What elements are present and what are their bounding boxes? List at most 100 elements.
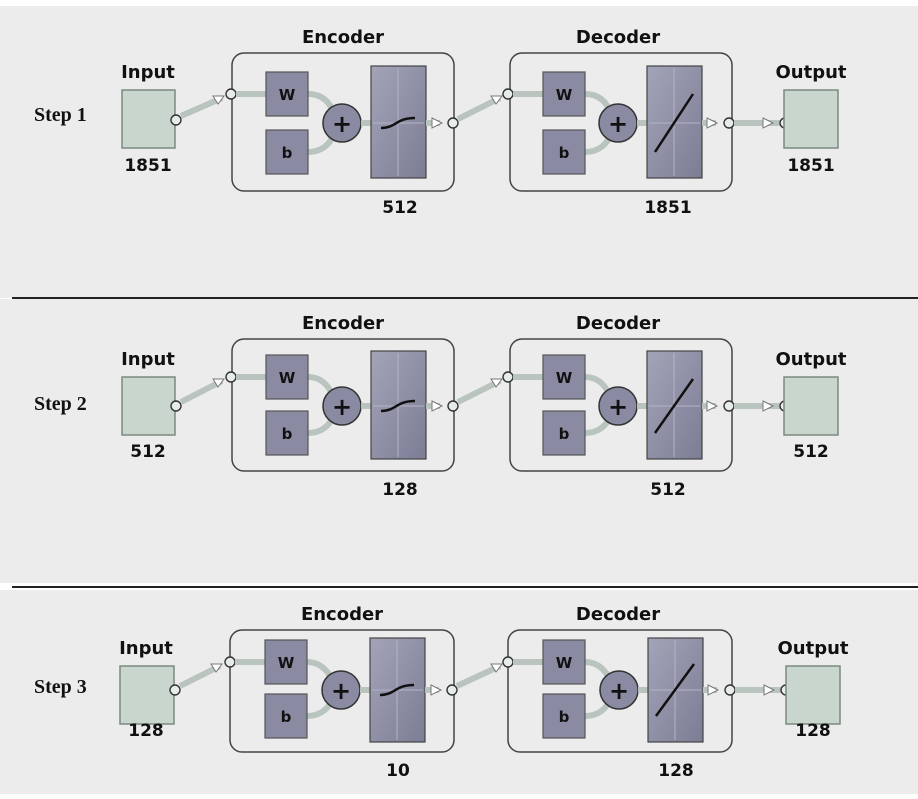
weight-label: W xyxy=(278,654,295,672)
connector-dot xyxy=(446,684,458,696)
decoder-size: 128 xyxy=(658,761,694,781)
arrow-icon xyxy=(706,117,719,129)
input-size: 512 xyxy=(130,442,166,462)
bias-label: b xyxy=(281,708,292,726)
weight-box xyxy=(265,354,309,400)
weight-label: W xyxy=(279,86,296,104)
step-panel-1: Step 1 Input 1851 Encoder W b + 512 Deco… xyxy=(0,6,918,298)
network-diagram-step-2: Step 2 Input 512 Encoder W b + 128 Decod… xyxy=(34,313,847,500)
output-node xyxy=(783,376,839,436)
input-label: Input xyxy=(121,349,175,370)
step-label: Step 2 xyxy=(34,393,87,415)
bias-box xyxy=(265,410,309,456)
arrow-icon xyxy=(212,95,225,105)
weight-label: W xyxy=(556,86,573,104)
encoder-title: Encoder xyxy=(302,27,384,48)
input-node xyxy=(121,376,176,436)
arrow-icon xyxy=(707,684,720,696)
linear-icon xyxy=(653,378,695,434)
input-size: 1851 xyxy=(124,156,171,176)
plus-sign: + xyxy=(608,110,628,138)
connector-dot xyxy=(502,656,514,668)
arrow-icon xyxy=(210,663,223,673)
step-panel-2: Step 2 Input 512 Encoder W b + 128 Decod… xyxy=(0,299,918,583)
output-label: Output xyxy=(777,638,848,659)
output-node xyxy=(785,665,841,725)
input-size: 128 xyxy=(128,721,164,741)
divider xyxy=(12,297,918,299)
arrow-icon xyxy=(490,95,503,105)
weight-box xyxy=(264,639,308,685)
arrow-icon xyxy=(212,378,225,388)
decoder-title: Decoder xyxy=(576,313,660,334)
bias-label: b xyxy=(559,425,570,443)
weight-box xyxy=(542,71,586,117)
connector-dot xyxy=(724,684,736,696)
step-label: Step 1 xyxy=(34,104,87,126)
bias-label: b xyxy=(282,144,293,162)
step-panel-3: Step 3 Input 128 Encoder W b + 10 Decode… xyxy=(0,590,918,794)
connector-dot xyxy=(170,400,182,412)
arrow-icon xyxy=(490,378,503,388)
output-size: 128 xyxy=(795,721,831,741)
sigmoid-icon xyxy=(380,399,416,413)
connector-dot xyxy=(447,400,459,412)
connection-line xyxy=(456,378,502,405)
connector-dot xyxy=(723,117,735,129)
linear-icon xyxy=(653,93,695,153)
input-node xyxy=(121,89,176,149)
connector-dot xyxy=(225,88,237,100)
decoder-title: Decoder xyxy=(576,27,660,48)
encoder-size: 512 xyxy=(382,198,418,218)
plus-sign: + xyxy=(331,677,351,705)
connector-dot xyxy=(169,684,181,696)
plus-sign: + xyxy=(332,393,352,421)
weight-box xyxy=(265,71,309,117)
bias-box xyxy=(264,693,308,739)
output-node xyxy=(783,89,839,149)
weight-label: W xyxy=(556,654,573,672)
connector-dot xyxy=(502,371,514,383)
step-label: Step 3 xyxy=(34,676,87,698)
output-label: Output xyxy=(775,62,846,83)
connection-line xyxy=(179,378,224,405)
connection-line xyxy=(455,663,502,689)
decoder-size: 512 xyxy=(650,480,686,500)
linear-icon xyxy=(654,663,696,717)
arrow-icon xyxy=(706,400,719,412)
arrow-icon xyxy=(763,684,776,696)
sigmoid-icon xyxy=(380,116,416,130)
plus-sign: + xyxy=(332,110,352,138)
output-size: 1851 xyxy=(787,156,834,176)
connector-dot xyxy=(225,371,237,383)
arrow-icon xyxy=(762,400,775,412)
decoder-size: 1851 xyxy=(644,198,691,218)
input-node xyxy=(119,665,175,725)
weight-label: W xyxy=(279,369,296,387)
sigmoid-icon xyxy=(379,683,415,697)
decoder-title: Decoder xyxy=(576,604,660,625)
arrow-icon xyxy=(490,663,503,673)
connector-dot xyxy=(723,400,735,412)
bias-box xyxy=(542,693,586,739)
bias-box xyxy=(265,129,309,175)
network-diagram-step-1: Step 1 Input 1851 Encoder W b + 512 Deco… xyxy=(34,27,847,218)
weight-box xyxy=(542,354,586,400)
arrow-icon xyxy=(431,400,444,412)
arrow-icon xyxy=(431,117,444,129)
bias-label: b xyxy=(282,425,293,443)
weight-box xyxy=(542,639,586,685)
connector-dot xyxy=(224,656,236,668)
connection-line xyxy=(178,663,222,689)
connection-line xyxy=(179,95,224,119)
connection-line xyxy=(456,95,502,122)
plus-sign: + xyxy=(609,677,629,705)
encoder-size: 128 xyxy=(382,480,418,500)
output-size: 512 xyxy=(793,442,829,462)
encoder-title: Encoder xyxy=(301,604,383,625)
bias-label: b xyxy=(559,708,570,726)
plus-sign: + xyxy=(608,393,628,421)
network-diagram-step-3: Step 3 Input 128 Encoder W b + 10 Decode… xyxy=(34,604,849,781)
output-label: Output xyxy=(775,349,846,370)
arrow-icon xyxy=(430,684,443,696)
